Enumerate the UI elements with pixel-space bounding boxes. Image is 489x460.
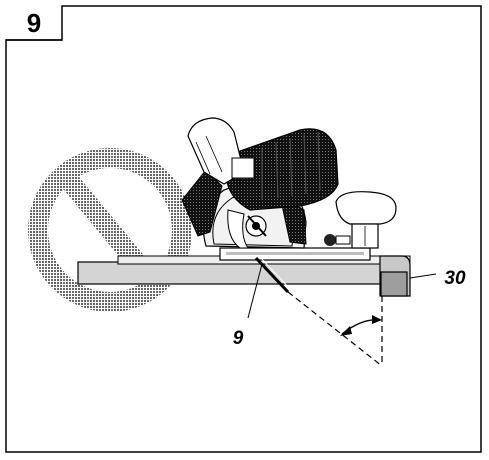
edge-stop — [379, 255, 411, 297]
callout-edge-stop: 30 — [444, 268, 466, 289]
callout-leaders — [247, 263, 437, 319]
circular-saw-icon — [181, 117, 397, 261]
angle-guide — [254, 254, 383, 367]
callout-angle-guide: 9 — [233, 328, 244, 349]
figure-frame — [5, 5, 482, 453]
bevel-angle-arrow — [340, 315, 382, 336]
figure-number: 9 — [27, 8, 41, 38]
